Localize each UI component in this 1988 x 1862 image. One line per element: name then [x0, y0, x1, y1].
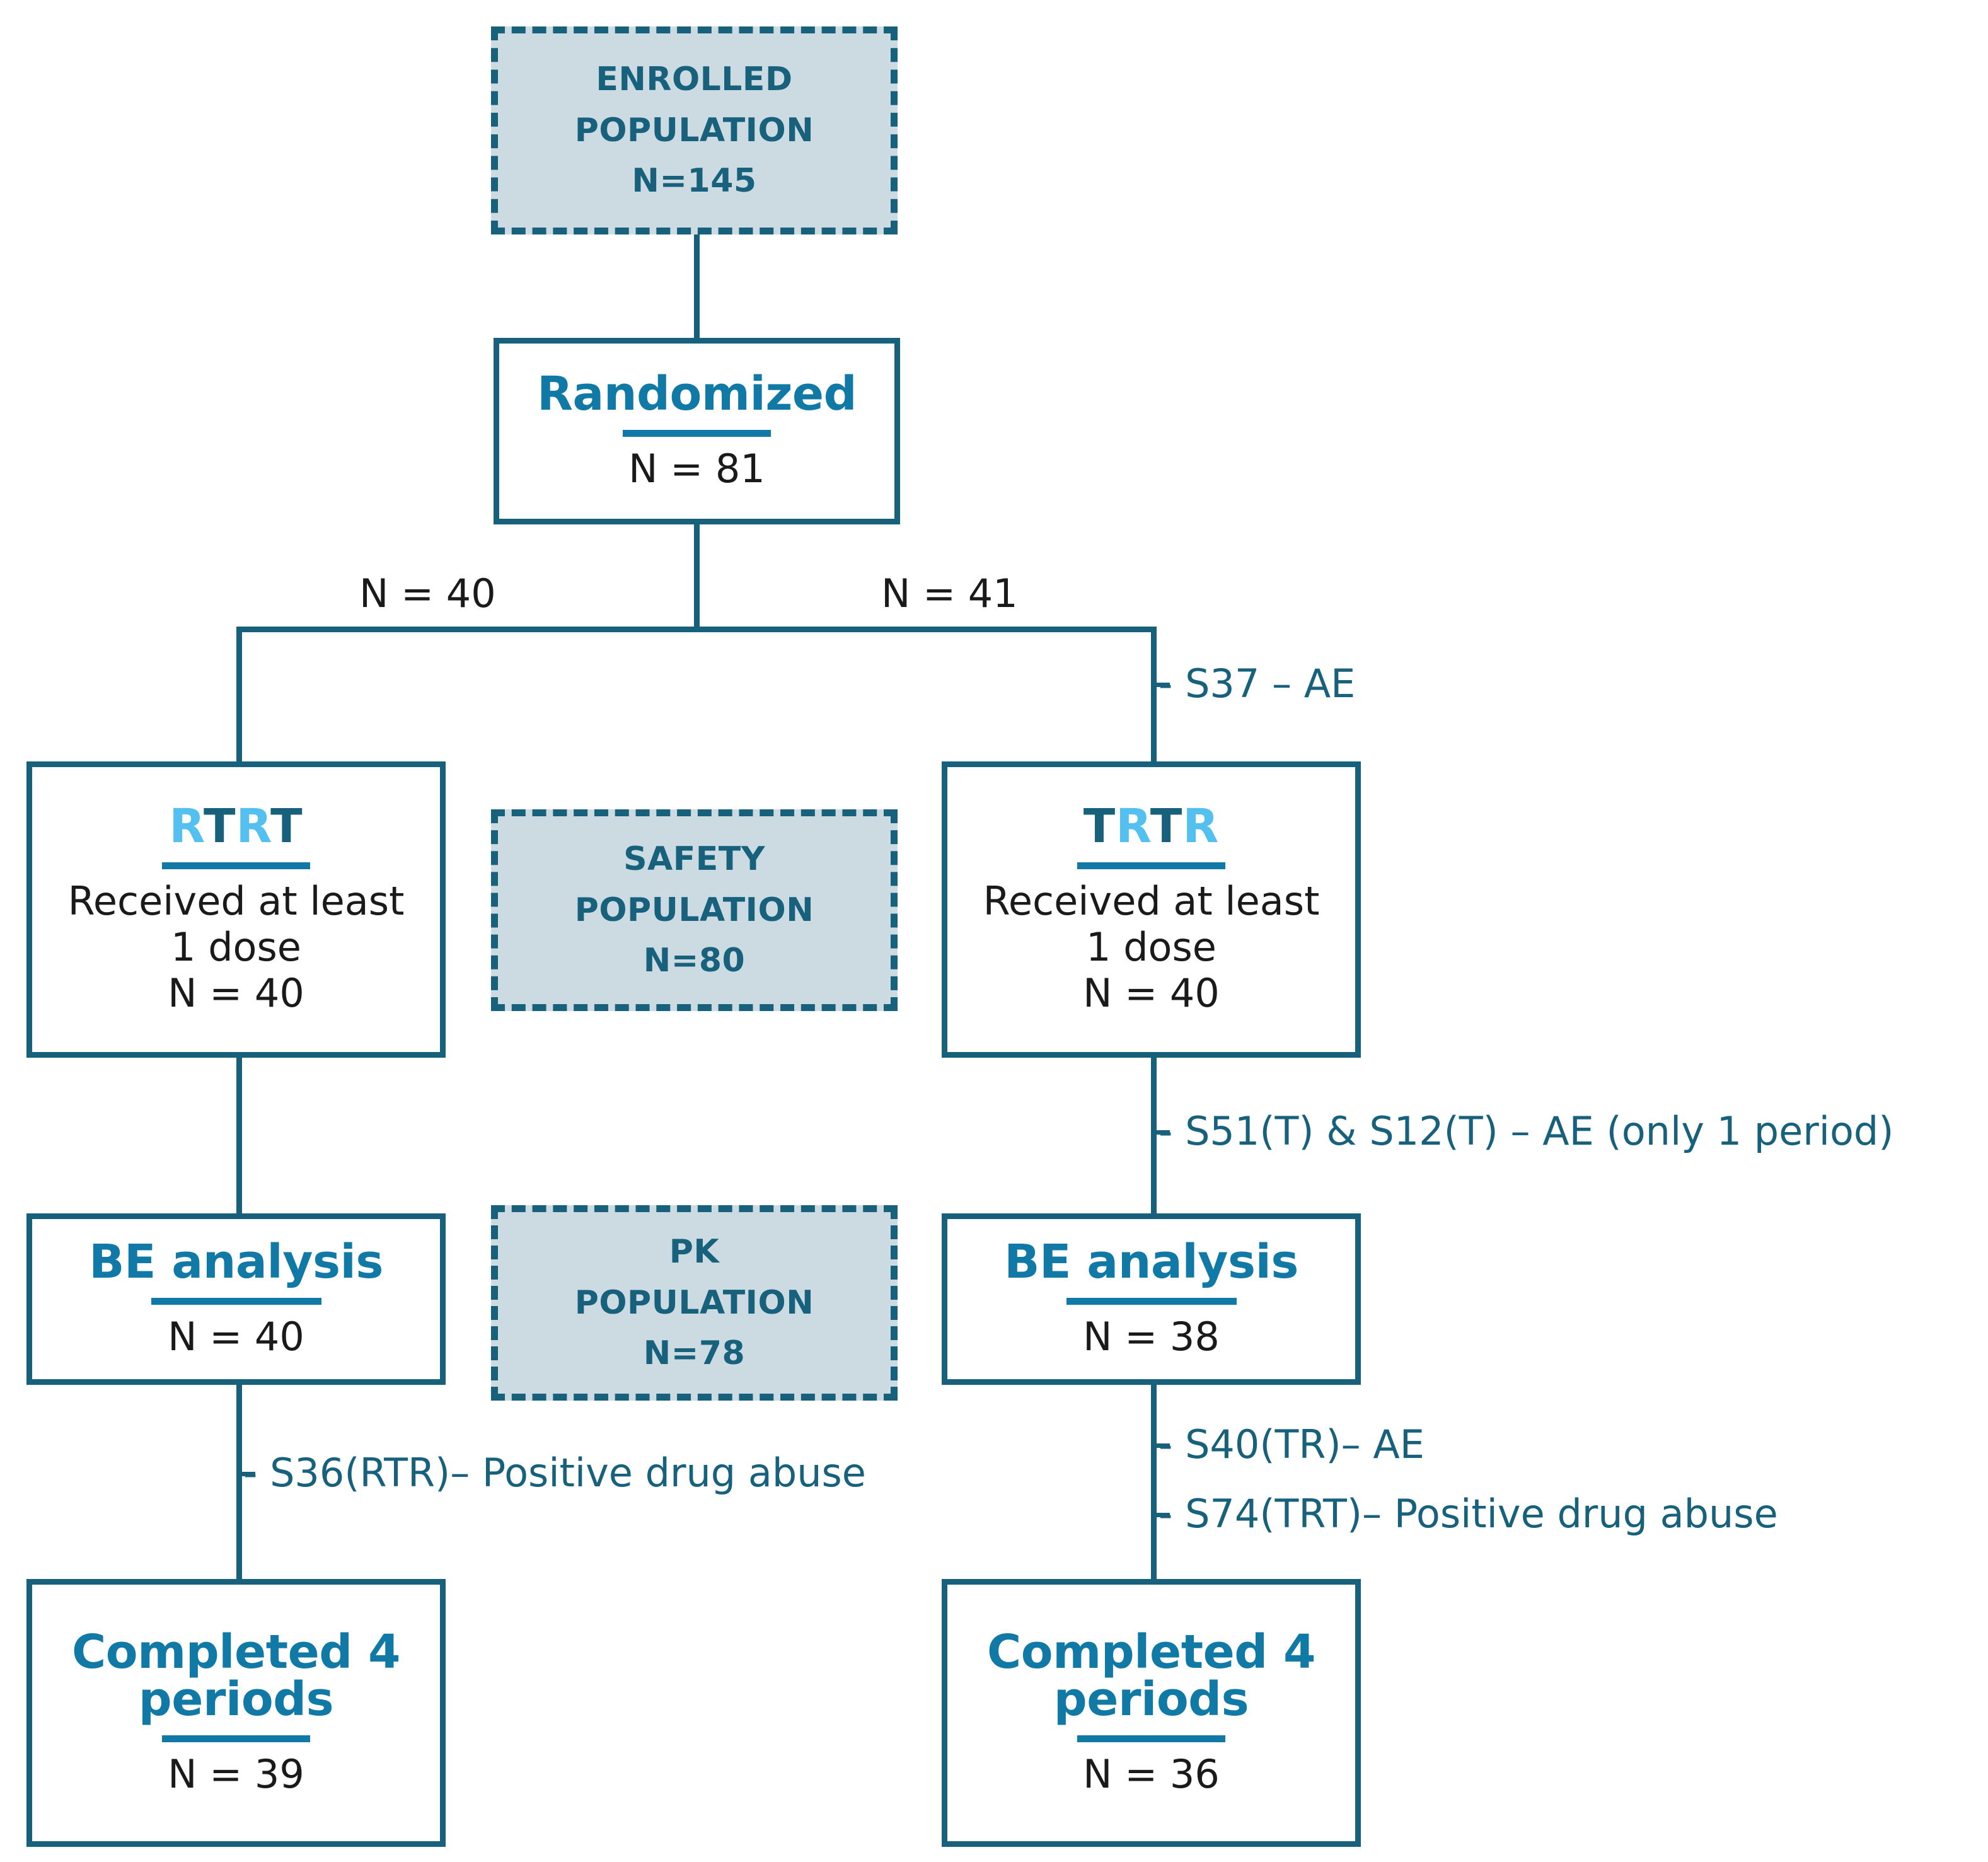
connector-trtr-to-be-right	[1151, 1056, 1157, 1213]
pk-line3: N=78	[643, 1334, 746, 1373]
be-right-title: BE analysis	[1004, 1235, 1298, 1290]
be-left-divider	[151, 1297, 321, 1305]
node-completed-right: Completed 4 periods N = 36	[942, 1579, 1361, 1847]
label-exclusion-s40: - S40(TR)– AE	[1159, 1421, 1425, 1467]
enrolled-line2: POPULATION	[574, 111, 814, 149]
connector-be-right-to-completed-right	[1151, 1384, 1157, 1579]
label-left-branch-n: N = 40	[359, 570, 496, 616]
enrolled-line1: ENROLLED	[596, 61, 793, 99]
safety-line3: N=80	[643, 942, 746, 980]
connector-enrolled-to-randomized	[694, 232, 700, 338]
rtrt-body-line2: 1 dose	[171, 923, 301, 970]
be-left-count: N = 40	[168, 1313, 304, 1360]
randomized-divider	[623, 429, 771, 437]
connector-left-drop	[236, 627, 242, 761]
trtr-body-line1: Received at least	[983, 877, 1320, 924]
be-left-title: BE analysis	[89, 1235, 383, 1290]
safety-line2: POPULATION	[574, 891, 814, 929]
rtrt-count: N = 40	[168, 969, 304, 1016]
completed-right-title: Completed 4 periods	[986, 1624, 1316, 1727]
randomized-count: N = 81	[628, 445, 765, 492]
be-right-divider	[1066, 1297, 1237, 1305]
node-be-analysis-right: BE analysis N = 38	[942, 1213, 1361, 1385]
randomized-title: Randomized	[536, 367, 857, 422]
connector-split-bar	[236, 627, 1157, 632]
tick-s37	[1151, 683, 1170, 687]
trtr-count: N = 40	[1083, 969, 1220, 1016]
connector-right-drop	[1151, 627, 1157, 761]
safety-line1: SAFETY	[623, 840, 765, 879]
tick-s40	[1151, 1443, 1170, 1448]
node-enrolled-population: ENROLLED POPULATION N=145	[491, 26, 898, 234]
label-exclusion-s36: - S36(RTR)– Positive drug abuse	[243, 1450, 866, 1496]
tick-s74	[1151, 1513, 1170, 1517]
trtr-title: TRTR	[1083, 799, 1220, 854]
node-randomized: Randomized N = 81	[494, 338, 900, 524]
completed-left-title: Completed 4 periods	[71, 1624, 401, 1727]
node-trtr: TRTR Received at least 1 dose N = 40	[942, 761, 1361, 1058]
pk-line2: POPULATION	[574, 1283, 814, 1322]
be-right-count: N = 38	[1083, 1313, 1220, 1360]
node-be-analysis-left: BE analysis N = 40	[26, 1213, 446, 1385]
pk-line1: PK	[669, 1233, 720, 1271]
connector-randomized-stem	[694, 522, 700, 629]
tick-s36	[236, 1472, 255, 1476]
connector-rtrt-to-be-left	[236, 1056, 242, 1213]
label-right-branch-n: N = 41	[881, 570, 1018, 616]
completed-left-count: N = 39	[168, 1750, 304, 1797]
node-rtrt: RTRT Received at least 1 dose N = 40	[26, 761, 446, 1058]
label-exclusion-s74: - S74(TRT)– Positive drug abuse	[1159, 1491, 1778, 1537]
completed-right-divider	[1077, 1735, 1225, 1742]
label-exclusion-s51-s12: - S51(T) & S12(T) – AE (only 1 period)	[1159, 1108, 1894, 1154]
trtr-divider	[1077, 862, 1225, 869]
completed-left-divider	[162, 1735, 310, 1742]
tick-s51-s12	[1151, 1130, 1170, 1135]
rtrt-body-line1: Received at least	[67, 877, 405, 924]
connector-be-left-to-completed-left	[236, 1384, 242, 1579]
node-safety-population: SAFETY POPULATION N=80	[491, 809, 898, 1011]
enrolled-line3: N=145	[632, 162, 757, 200]
trtr-body-line2: 1 dose	[1086, 923, 1216, 970]
completed-right-count: N = 36	[1083, 1750, 1220, 1797]
rtrt-title: RTRT	[169, 799, 303, 854]
label-exclusion-s37: - S37 – AE	[1159, 661, 1356, 707]
node-pk-population: PK POPULATION N=78	[491, 1205, 898, 1401]
node-completed-left: Completed 4 periods N = 39	[26, 1579, 446, 1847]
rtrt-divider	[162, 862, 310, 869]
